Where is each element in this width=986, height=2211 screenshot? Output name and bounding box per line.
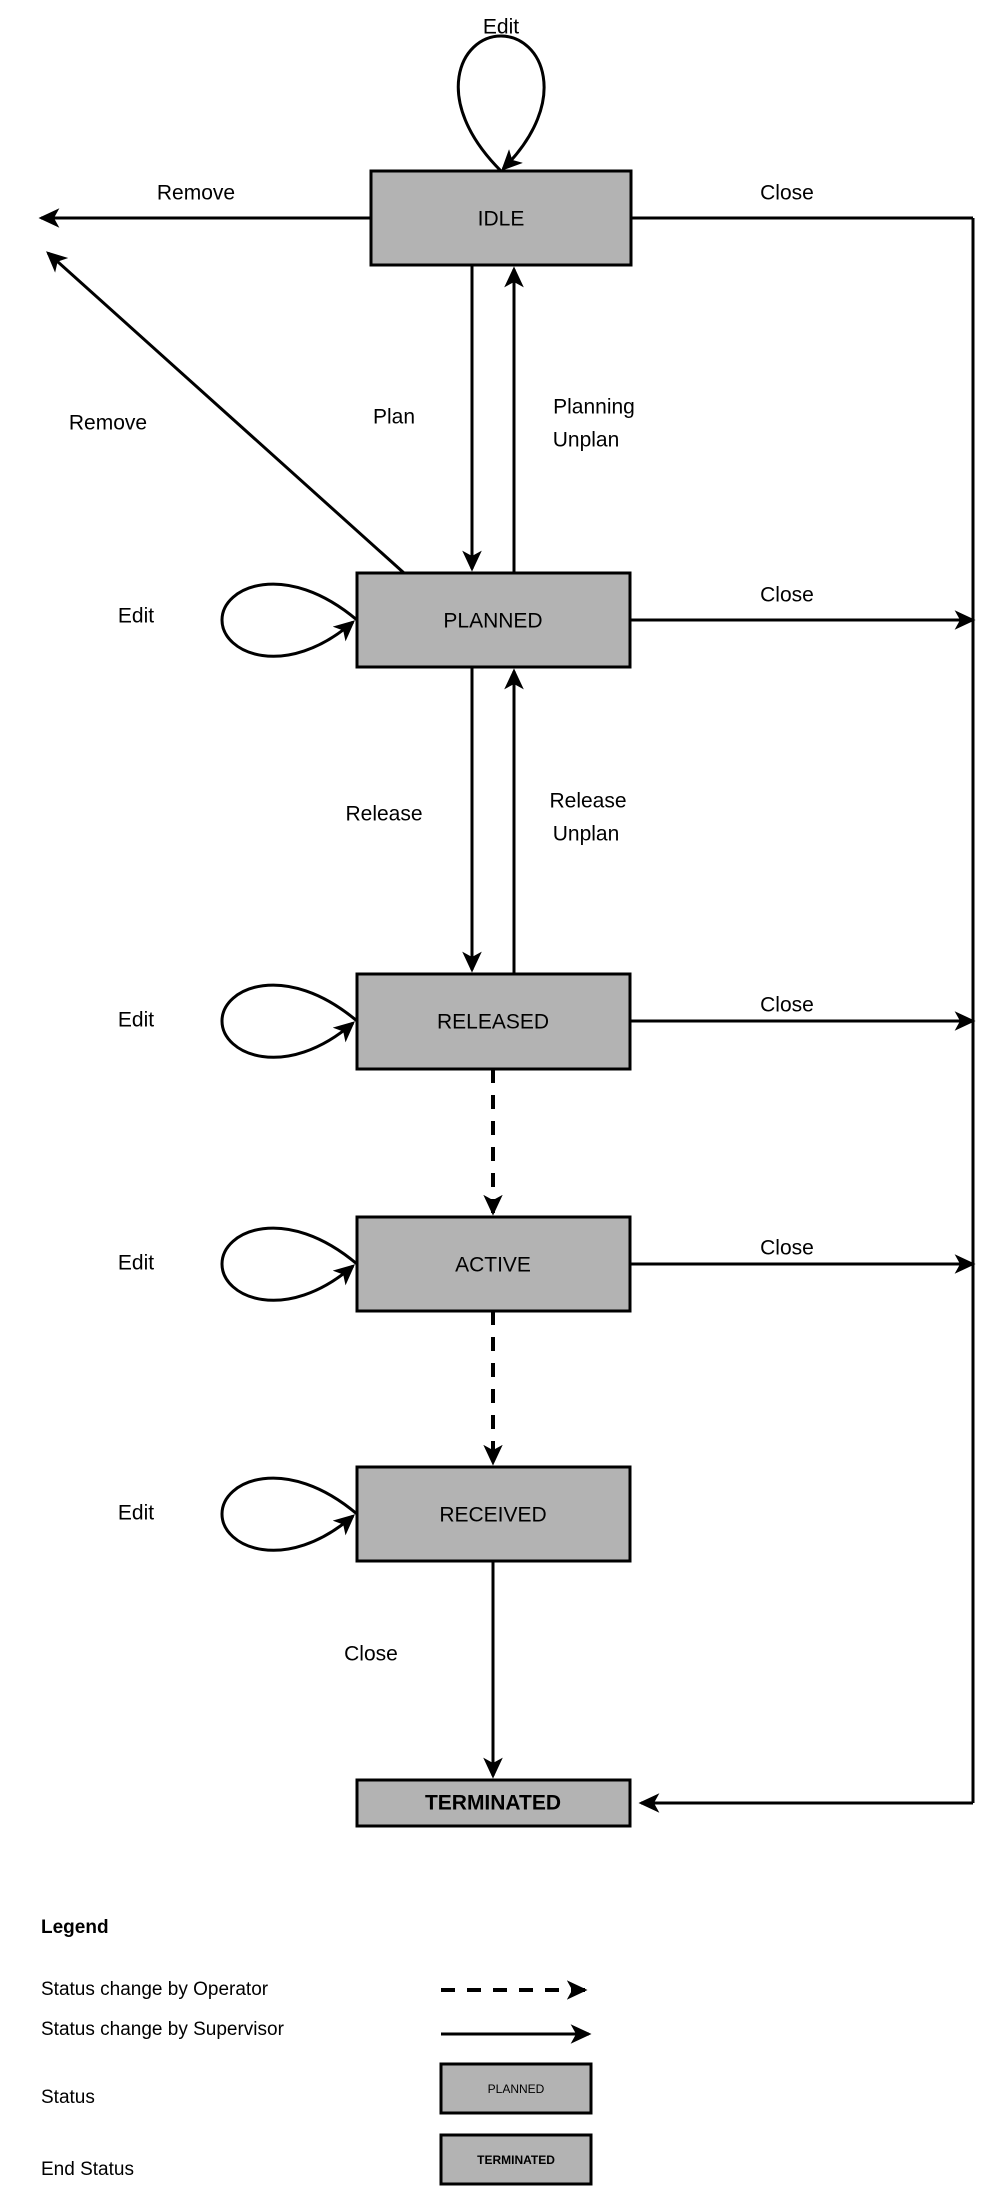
label-close-released: Close xyxy=(760,994,814,1017)
state-planned-label: PLANNED xyxy=(443,610,542,633)
state-received[interactable]: RECEIVED xyxy=(355,1465,632,1563)
edge-released-edit xyxy=(220,983,358,1059)
label-planning-unplan-2: Unplan xyxy=(553,429,620,452)
label-release-unplan-2: Unplan xyxy=(553,823,620,846)
legend: Legend Status change by Operator Status … xyxy=(41,1917,593,2186)
legend-item-operator-label: Status change by Operator xyxy=(41,1979,269,2000)
legend-status-box xyxy=(439,2062,593,2115)
edge-close-trunk xyxy=(638,218,975,1813)
state-terminated[interactable]: TERMINATED xyxy=(355,1778,632,1828)
state-received-label: RECEIVED xyxy=(439,1504,546,1527)
state-active[interactable]: ACTIVE xyxy=(355,1215,632,1313)
state-active-label: ACTIVE xyxy=(455,1254,531,1277)
legend-item-supervisor: Status change by Supervisor xyxy=(41,2019,592,2044)
label-release-unplan-1: Release xyxy=(549,790,626,813)
label-edit-active: Edit xyxy=(118,1252,154,1275)
edge-planned-edit xyxy=(220,582,358,658)
label-planning-unplan-1: Planning xyxy=(553,396,635,419)
legend-item-end-status: End Status TERMINATED xyxy=(41,2133,593,2186)
label-edit-received: Edit xyxy=(118,1502,154,1525)
state-released[interactable]: RELEASED xyxy=(355,972,632,1071)
legend-item-end-status-label: End Status xyxy=(41,2159,134,2180)
label-close-planned: Close xyxy=(760,584,814,607)
legend-item-status-label: Status xyxy=(41,2087,95,2108)
label-close-active: Close xyxy=(760,1237,814,1260)
label-close-received: Close xyxy=(344,1643,398,1666)
label-remove-idle: Remove xyxy=(157,182,235,205)
legend-title: Legend xyxy=(41,1917,109,1938)
state-idle-label: IDLE xyxy=(478,208,525,231)
legend-item-operator: Status change by Operator xyxy=(41,1979,588,2000)
edge-planned-remove xyxy=(46,251,406,575)
state-idle[interactable]: IDLE xyxy=(369,169,633,267)
state-terminated-label: TERMINATED xyxy=(425,1792,561,1815)
legend-item-status: Status PLANNED xyxy=(41,2062,593,2115)
legend-end-status-box xyxy=(439,2133,593,2186)
legend-end-status-box-label: TERMINATED xyxy=(477,2153,555,2167)
label-edit-idle: Edit xyxy=(483,16,519,39)
state-released-label: RELEASED xyxy=(437,1011,549,1034)
label-close-idle: Close xyxy=(760,182,814,205)
edge-active-edit xyxy=(220,1226,358,1302)
edge-idle-edit xyxy=(456,34,546,173)
state-planned[interactable]: PLANNED xyxy=(355,571,632,669)
legend-item-supervisor-label: Status change by Supervisor xyxy=(41,2019,285,2040)
edge-received-edit xyxy=(220,1476,358,1552)
label-remove-planned: Remove xyxy=(69,412,147,435)
legend-status-box-label: PLANNED xyxy=(488,2082,545,2096)
label-release: Release xyxy=(345,803,422,826)
label-edit-released: Edit xyxy=(118,1009,154,1032)
label-edit-planned: Edit xyxy=(118,605,154,628)
label-plan: Plan xyxy=(373,406,415,429)
